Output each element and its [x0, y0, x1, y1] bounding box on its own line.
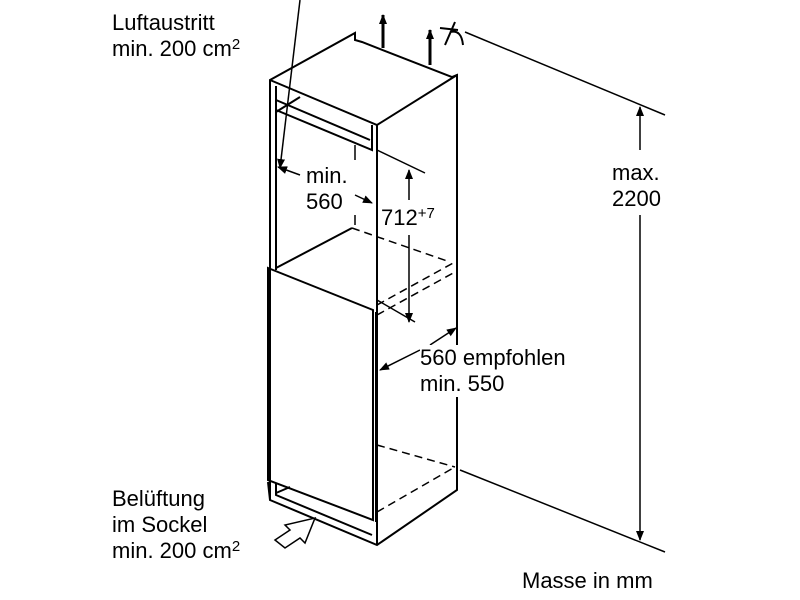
units-note: Masse in mm	[522, 568, 653, 593]
plinth	[267, 481, 373, 536]
cabinet	[269, 31, 458, 547]
air-outlet-label: Luftaustritt min. 200 cm2	[112, 10, 241, 61]
max-height-dimension	[459, 31, 666, 553]
plinth-ventilation-label: Belüftung im Sockel min. 200 cm2	[112, 486, 241, 563]
width-dimension	[277, 0, 373, 225]
depth-dimension	[379, 327, 458, 470]
appliance-door	[267, 227, 377, 522]
cut-symbol-icon	[439, 21, 464, 46]
niche-height-label: 712+7	[381, 205, 435, 231]
max-height-label: max. 2200	[612, 160, 661, 212]
ventilation-arrow-icon	[273, 516, 317, 549]
air-outlet-arrows	[379, 14, 464, 65]
depth-label: 560 empfohlen min. 550	[420, 345, 566, 397]
niche-width-label: min. 560	[306, 163, 348, 215]
niche-height-dimension	[376, 149, 426, 323]
